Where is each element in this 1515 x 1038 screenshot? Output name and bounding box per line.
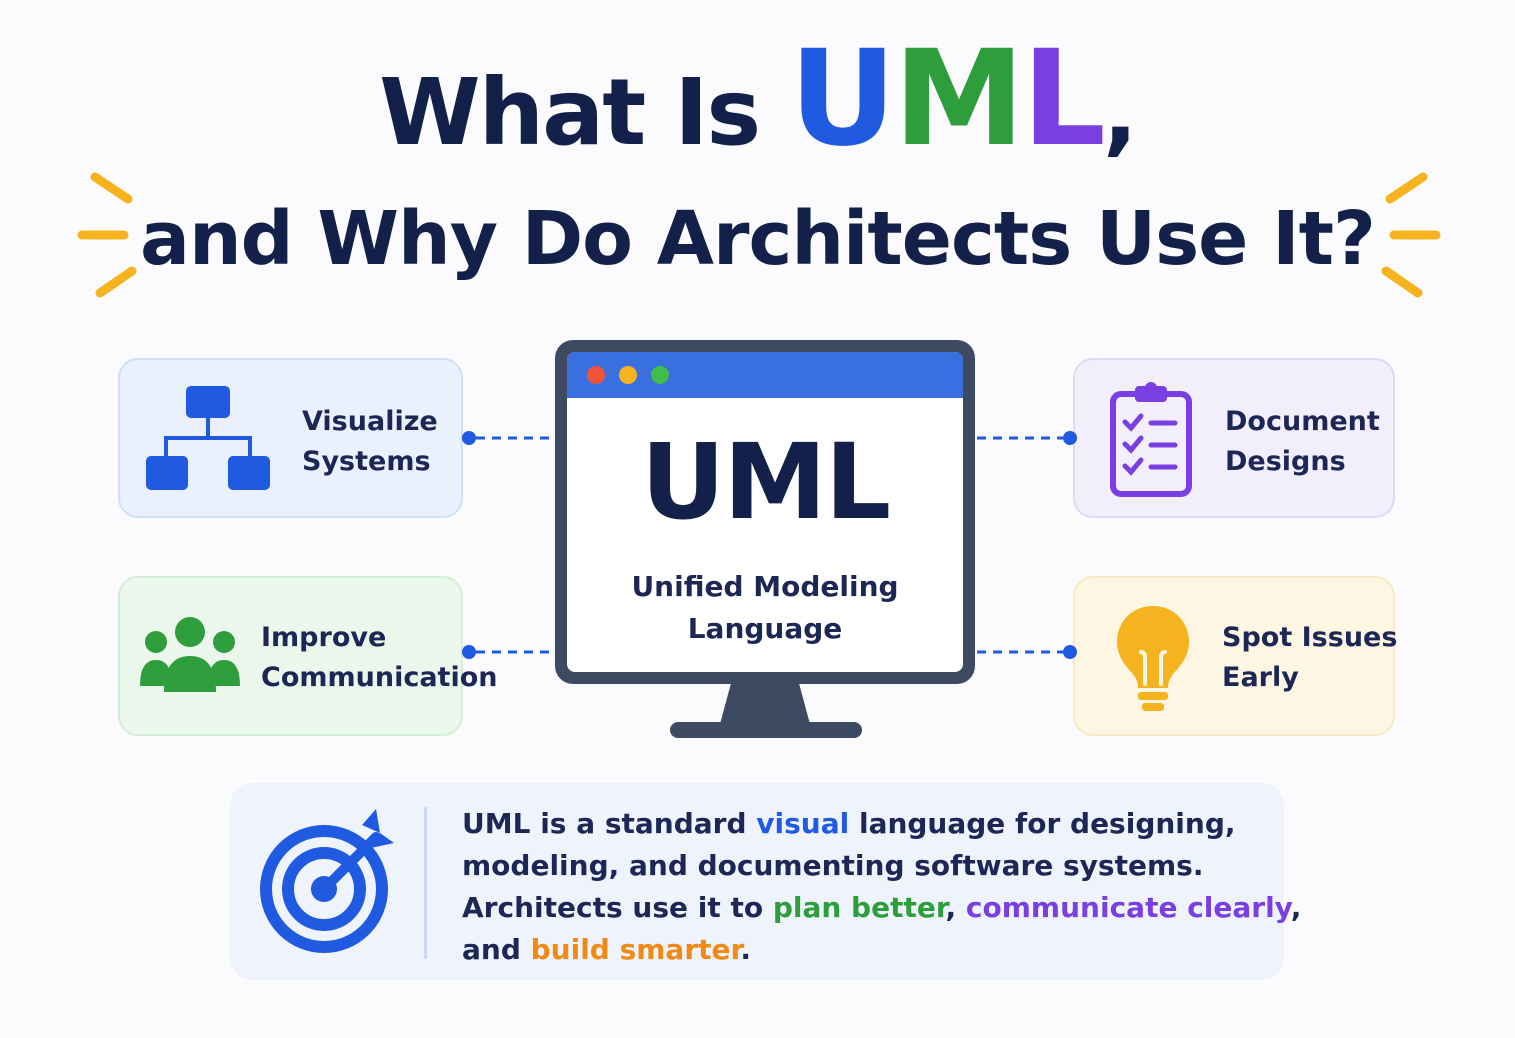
title-uml: UML (789, 22, 1106, 176)
spot-label: Spot Issues Early (1222, 618, 1397, 698)
title-line-2: and Why Do Architects Use It? (140, 196, 1376, 282)
visualize-label: Visualize Systems (302, 402, 438, 482)
clipboard-checklist-icon (1110, 382, 1192, 497)
summary-line-2: modeling, and documenting software syste… (462, 849, 1204, 882)
summary-panel: UML is a standard visual language for de… (230, 783, 1301, 980)
highlight-build-smarter: build smarter (530, 933, 741, 966)
screen-subtitle-line2: Language (687, 612, 843, 645)
monitor-frame: UML Unified Modeling Language (555, 340, 975, 684)
monitor-stand-neck (720, 684, 810, 724)
summary-line-1: UML is a standard visual language for de… (462, 807, 1236, 840)
spot-label-line2: Early (1222, 662, 1299, 693)
visualize-label-line1: Visualize (302, 406, 438, 437)
target-arrow-icon (260, 809, 394, 953)
document-label-line2: Designs (1225, 446, 1346, 477)
title-line-1: What Is UML, (0, 22, 1515, 176)
burst-left-icon (77, 172, 137, 298)
summary-line-3: Architects use it to plan better, commun… (462, 891, 1302, 924)
summary-divider (424, 807, 427, 959)
monitor: UML Unified Modeling Language (555, 340, 975, 740)
burst-right-icon (1381, 172, 1441, 298)
card-improve-communication: Improve Communication (118, 576, 498, 736)
screen-subtitle: Unified Modeling Language (567, 566, 963, 650)
communicate-label: Improve Communication (261, 618, 498, 698)
document-label-line1: Document (1225, 406, 1380, 437)
hierarchy-diagram-icon (146, 386, 270, 490)
connector-spot (977, 645, 1077, 659)
screen-uml: UML (640, 421, 891, 543)
summary-text: UML is a standard visual language for de… (462, 803, 1301, 971)
window-title-bar (567, 352, 963, 398)
monitor-stand-base (670, 722, 862, 738)
window-close-dot-icon (587, 366, 605, 384)
spot-label-line1: Spot Issues (1222, 622, 1398, 653)
summary-line-4: and build smarter. (462, 933, 751, 966)
highlight-visual: visual (756, 807, 850, 840)
lightbulb-icon (1117, 606, 1189, 711)
screen-subtitle-line1: Unified Modeling (631, 570, 899, 603)
communicate-label-line2: Communication (261, 662, 498, 693)
card-visualize-systems: Visualize Systems (118, 358, 463, 518)
card-spot-issues-early: Spot Issues Early (1073, 576, 1397, 736)
communicate-label-line1: Improve (261, 622, 387, 653)
highlight-communicate-clearly: communicate clearly (965, 891, 1291, 924)
title-m: M (893, 22, 1024, 176)
connector-document (977, 431, 1077, 445)
document-label: Document Designs (1225, 402, 1380, 482)
monitor-screen: UML Unified Modeling Language (567, 352, 963, 672)
title-comma: , (1102, 59, 1138, 166)
title-l: L (1021, 22, 1106, 176)
connector-visualize (462, 431, 558, 445)
title-prefix: What Is (379, 59, 761, 166)
card-document-designs: Document Designs (1073, 358, 1395, 518)
visualize-label-line2: Systems (302, 446, 431, 477)
team-people-icon (140, 617, 240, 692)
highlight-plan-better: plan better (772, 891, 946, 924)
window-minimize-dot-icon (619, 366, 637, 384)
window-maximize-dot-icon (651, 366, 669, 384)
title-u: U (789, 22, 896, 176)
connector-communicate (462, 645, 558, 659)
